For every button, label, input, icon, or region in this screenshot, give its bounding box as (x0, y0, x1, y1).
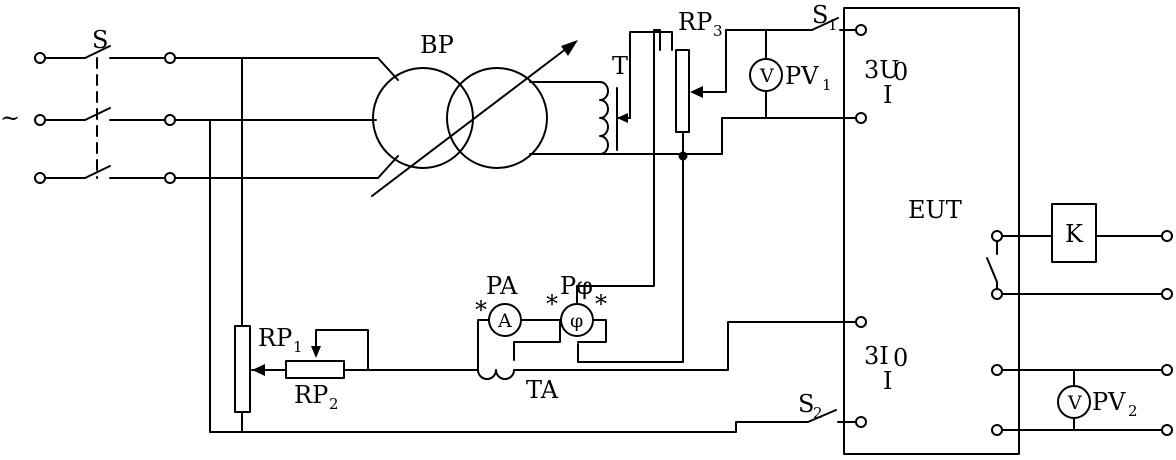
regulator-label: BP (420, 31, 454, 59)
svg-text:1: 1 (822, 76, 832, 94)
transformer-label: T (612, 52, 628, 80)
rp1-label: RP (258, 324, 292, 352)
eut-out-terminal-4 (991, 424, 1003, 436)
svg-text:*: * (546, 290, 558, 318)
rp3-resistor (675, 49, 690, 133)
transformer-winding (599, 81, 609, 155)
eut-3i0-label: 3I (864, 342, 889, 370)
eut-out-terminal-3 (991, 364, 1003, 376)
svg-text:V: V (759, 65, 774, 87)
relay-k-label: K (1065, 220, 1084, 248)
bottom-return-wire (209, 409, 837, 433)
supply-terminal-3 (34, 172, 46, 184)
svg-text:0: 0 (893, 344, 908, 372)
line-phase-3 (174, 155, 399, 179)
eut-terminal-3i0-b (855, 416, 867, 428)
rp3-wiper-arrow (690, 86, 703, 98)
s2-label: S (798, 390, 814, 418)
rp1-wiper-arrow (252, 364, 265, 376)
potentiometer-rp3: RP 3 (577, 8, 727, 363)
eut-3u0-label: 3U (864, 56, 900, 84)
wire-3u0-return (721, 117, 857, 155)
voltmeter-pv1: V PV 1 (749, 29, 832, 119)
eut-label: EUT (908, 196, 962, 224)
line-phase-1 (174, 57, 399, 81)
output-terminal-3 (1161, 364, 1173, 376)
switch-s-out-3 (164, 172, 176, 184)
relay-k (1051, 203, 1097, 263)
ta-label: TA (526, 376, 559, 404)
svg-text:2: 2 (813, 404, 823, 422)
rp2-resistor (285, 360, 345, 379)
svg-text:φ: φ (570, 310, 583, 332)
rp3-wiper-wire (692, 29, 727, 93)
transformer-t: T (547, 31, 723, 155)
current-transformer-ta: TA (477, 319, 857, 404)
voltage-regulator-bp: BP (371, 31, 578, 197)
svg-text:1: 1 (293, 338, 303, 356)
switch-s: S (84, 26, 176, 184)
svg-text:3: 3 (713, 22, 723, 40)
svg-text:*: * (475, 296, 487, 324)
three-phase-supply: ~ (0, 52, 86, 184)
relay-contact-blade (986, 257, 998, 283)
eut-terminal-3i0-a (855, 316, 867, 328)
pv2-label: PV (1092, 388, 1126, 416)
svg-text:1: 1 (828, 16, 838, 34)
rp3-return-wire (577, 155, 684, 363)
pv1-label: PV (785, 62, 819, 90)
eut-i-lower-label: I (883, 367, 892, 395)
supply-terminal-2 (34, 114, 46, 126)
ta-winding (477, 369, 515, 380)
regulator-coil-right (446, 67, 548, 169)
regulator-adjust-arrow (371, 41, 576, 197)
svg-text:V: V (1067, 392, 1082, 414)
voltmeter-pv2: V PV 2 (991, 364, 1173, 436)
ac-symbol: ~ (0, 104, 20, 132)
svg-text:*: * (595, 290, 607, 318)
rp1-resistor (234, 325, 251, 413)
svg-text:2: 2 (1128, 402, 1138, 420)
svg-text:A: A (497, 310, 512, 332)
rp2-wiper-arrow (311, 346, 321, 358)
rheostat-rp1-rp2: RP 1 RP 2 (234, 324, 369, 433)
relay-contact-top (991, 230, 1003, 242)
svg-text:0: 0 (893, 58, 908, 86)
svg-text:2: 2 (329, 395, 339, 413)
regulator-coil-left (372, 67, 474, 169)
output-terminal-4 (1161, 424, 1173, 436)
switch-s-out-2 (164, 114, 176, 126)
ammeter-pa: PA * A (475, 272, 561, 337)
pa-label: PA (486, 272, 518, 300)
switch-s-label: S (92, 26, 108, 54)
rp2-label: RP (294, 381, 328, 409)
s1-label: S (812, 1, 828, 29)
s1-contact (725, 17, 839, 31)
output-terminal-2 (1161, 288, 1173, 300)
output-terminal-1 (1161, 230, 1173, 242)
eut-outline (843, 7, 1020, 455)
relay-contact-bottom (991, 288, 1003, 300)
phase-meter-pphi: Pφ * * φ (546, 29, 661, 343)
eut-box: 3U 0 I EUT 3I 0 I (843, 7, 1020, 455)
eut-i-upper-label: I (883, 81, 892, 109)
eut-terminal-3u0-a (855, 24, 867, 36)
relay-output: K (986, 203, 1173, 300)
eut-terminal-3u0-b (855, 112, 867, 124)
regulator-arrowhead (561, 40, 578, 56)
switch-s-out-1 (164, 52, 176, 64)
rp3-label: RP (678, 8, 712, 36)
supply-terminal-1 (34, 52, 46, 64)
